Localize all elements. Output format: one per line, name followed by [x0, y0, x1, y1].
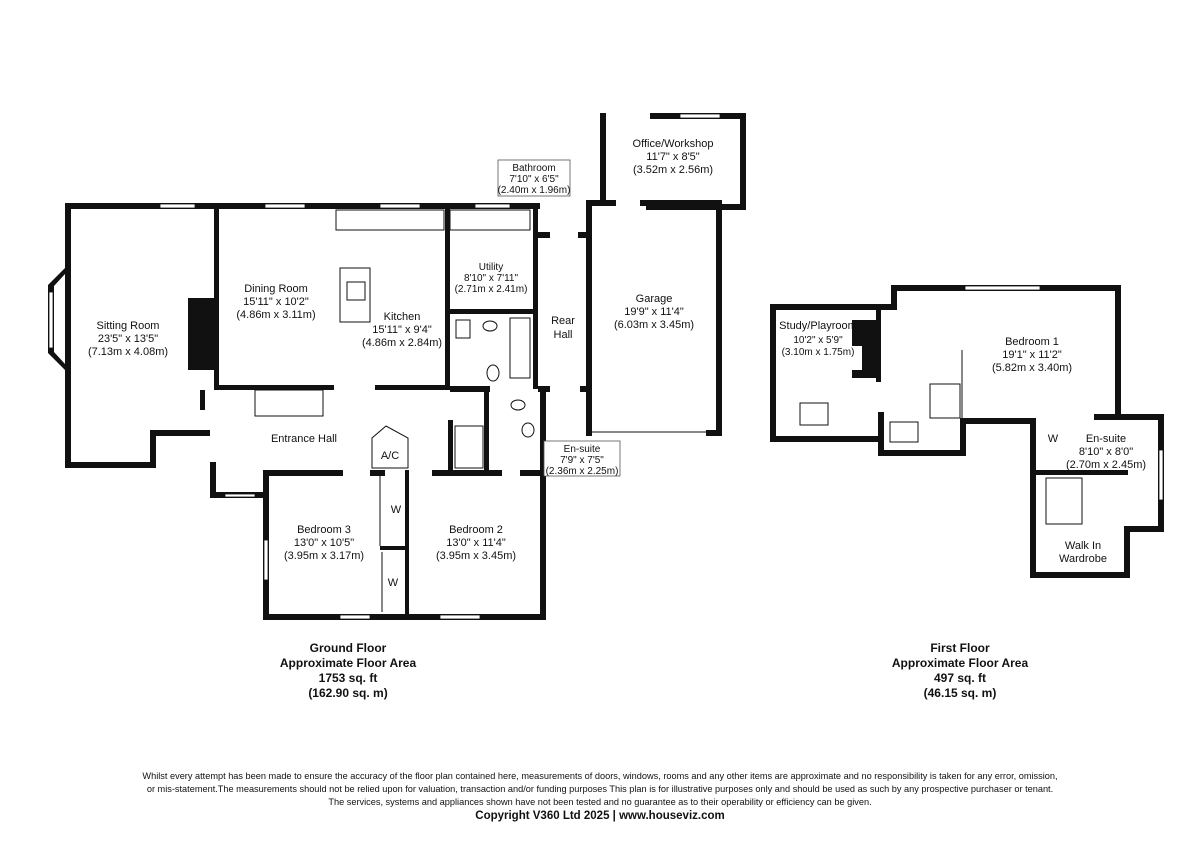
bedroom3-dim-metric: (3.95m x 3.17m): [284, 550, 364, 562]
office-name: Office/Workshop: [633, 138, 714, 150]
first-floor-caption: First Floor Approximate Floor Area 497 s…: [860, 641, 1060, 701]
ensuite-first-name: En-suite: [1086, 433, 1126, 445]
bedroom1-dim-imperial: 19'1" x 11'2": [1002, 349, 1062, 361]
copyright: Copyright V360 Ltd 2025 | www.houseviz.c…: [475, 810, 725, 822]
disclaimer-line3: The services, systems and appliances sho…: [328, 797, 872, 807]
sitting-name: Sitting Room: [97, 320, 160, 332]
bathroom-name: Bathroom: [512, 163, 555, 174]
office-dim-metric: (3.52m x 2.56m): [633, 164, 713, 176]
ground-floor-area-label: Approximate Floor Area: [279, 656, 417, 670]
rear-hall-line1: Rear: [551, 315, 575, 327]
entrance-hall-name: Entrance Hall: [271, 433, 337, 445]
disclaimer-line1: Whilst every attempt has been made to en…: [142, 771, 1058, 781]
ensuite-ground-dim-imperial: 7'9" x 7'5": [560, 455, 604, 466]
study-dim-metric: (3.10m x 1.75m): [782, 347, 855, 358]
rear-hall-line2: Hall: [554, 329, 573, 341]
ground-floor-title: Ground Floor: [309, 641, 387, 655]
ensuite-first-dim-imperial: 8'10" x 8'0": [1079, 446, 1133, 458]
wardrobe-label-lower: W: [388, 577, 399, 589]
first-floor-title: First Floor: [930, 641, 990, 655]
office-dim-imperial: 11'7" x 8'5": [646, 151, 699, 163]
utility-name: Utility: [479, 262, 503, 273]
bedroom2-dim-metric: (3.95m x 3.45m): [436, 550, 516, 562]
bathroom-dim-metric: (2.40m x 1.96m): [498, 185, 571, 196]
walkin-line2: Wardrobe: [1059, 553, 1107, 565]
ground-floor-caption: Ground Floor Approximate Floor Area 1753…: [248, 641, 448, 701]
bedroom1-dim-metric: (5.82m x 3.40m): [992, 362, 1072, 374]
first-floor-walls: [770, 285, 1164, 578]
dining-dim-imperial: 15'11" x 10'2": [243, 296, 309, 308]
garage-dim-imperial: 19'9" x 11'4": [624, 306, 684, 318]
dining-name: Dining Room: [244, 283, 308, 295]
bathroom-dim-imperial: 7'10" x 6'5": [509, 174, 559, 185]
walkin-line1: Walk In: [1065, 540, 1101, 552]
ensuite-ground-name: En-suite: [564, 444, 601, 455]
dining-dim-metric: (4.86m x 3.11m): [236, 309, 315, 321]
garage-name: Garage: [636, 293, 673, 305]
utility-dim-metric: (2.71m x 2.41m): [455, 284, 528, 295]
bedroom2-name: Bedroom 2: [449, 524, 503, 536]
bedroom3-name: Bedroom 3: [297, 524, 351, 536]
disclaimer: Whilst every attempt has been made to en…: [60, 770, 1140, 809]
sitting-dim-imperial: 23'5" x 13'5": [98, 333, 158, 345]
kitchen-dim-imperial: 15'11" x 9'4": [372, 324, 432, 336]
ground-floor-sqft: 1753 sq. ft: [318, 671, 378, 685]
bedroom1-name: Bedroom 1: [1005, 336, 1059, 348]
garage-dim-metric: (6.03m x 3.45m): [614, 319, 694, 331]
ground-floor-walls: [48, 113, 746, 620]
study-dim-imperial: 10'2" x 5'9": [793, 335, 843, 346]
first-floor-sqft: 497 sq. ft: [933, 671, 987, 685]
bedroom2-dim-imperial: 13'0" x 11'4": [446, 537, 506, 549]
ground-floor-sqm: (162.90 sq. m): [308, 686, 388, 700]
kitchen-name: Kitchen: [384, 311, 421, 323]
bedroom3-dim-imperial: 13'0" x 10'5": [294, 537, 354, 549]
wardrobe-label-first: W: [1048, 433, 1059, 445]
ac-label: A/C: [381, 450, 399, 462]
kitchen-dim-metric: (4.86m x 2.84m): [362, 337, 442, 349]
sitting-dim-metric: (7.13m x 4.08m): [88, 346, 168, 358]
utility-dim-imperial: 8'10" x 7'11": [464, 273, 519, 284]
first-floor-sqm: (46.15 sq. m): [923, 686, 997, 700]
first-floor-area-label: Approximate Floor Area: [891, 656, 1029, 670]
study-name: Study/Playroom: [779, 320, 857, 332]
room-labels: Office/Workshop 11'7" x 8'5" (3.52m x 2.…: [88, 138, 1146, 589]
ensuite-first-dim-metric: (2.70m x 2.45m): [1066, 459, 1146, 471]
wardrobe-label-upper: W: [391, 504, 402, 516]
ensuite-ground-dim-metric: (2.36m x 2.25m): [546, 466, 619, 477]
disclaimer-line2: or mis-statement.The measurements should…: [146, 784, 1054, 794]
